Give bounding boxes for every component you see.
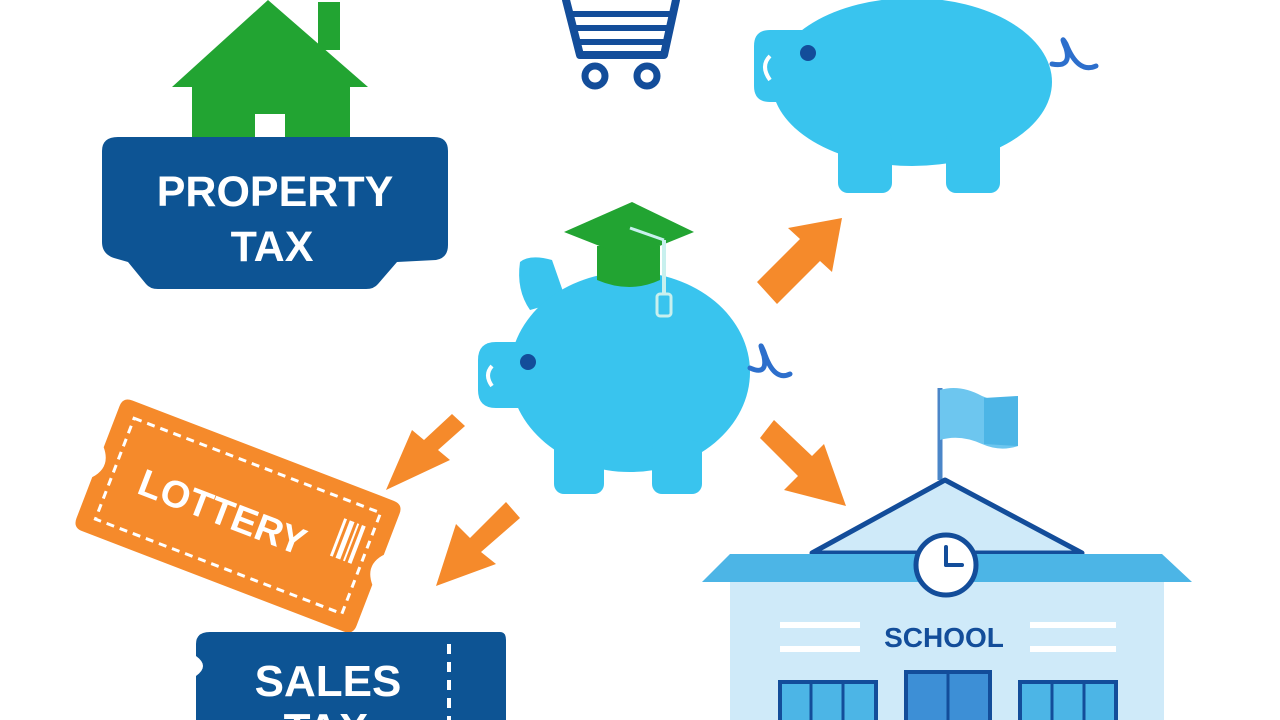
shopping-cart-icon (562, 0, 680, 90)
property-tax-sign: PROPERTY TAX (102, 137, 448, 289)
school-label: SCHOOL (884, 622, 1004, 653)
piggy-bank-center-icon (478, 257, 793, 494)
sales-tax-label-line2: TAX (284, 705, 369, 720)
school-building-icon: SCHOOL (702, 388, 1192, 720)
school-window (1018, 680, 1118, 720)
ticket-barcode (329, 518, 366, 564)
sales-tax-ticket: SALES TAX (196, 632, 506, 720)
clock-icon (913, 532, 979, 598)
school-window (778, 680, 878, 720)
property-tax-label-line1: PROPERTY (157, 168, 394, 216)
piggy-bank-icon (754, 0, 1099, 193)
arrow-icon (386, 218, 846, 586)
sales-tax-label-line1: SALES (255, 657, 402, 706)
school-door (904, 670, 992, 720)
lottery-ticket: LOTTERY (75, 399, 401, 633)
house-icon (172, 0, 368, 140)
graduation-cap-icon (564, 202, 694, 318)
property-tax-label-line2: TAX (231, 223, 314, 271)
